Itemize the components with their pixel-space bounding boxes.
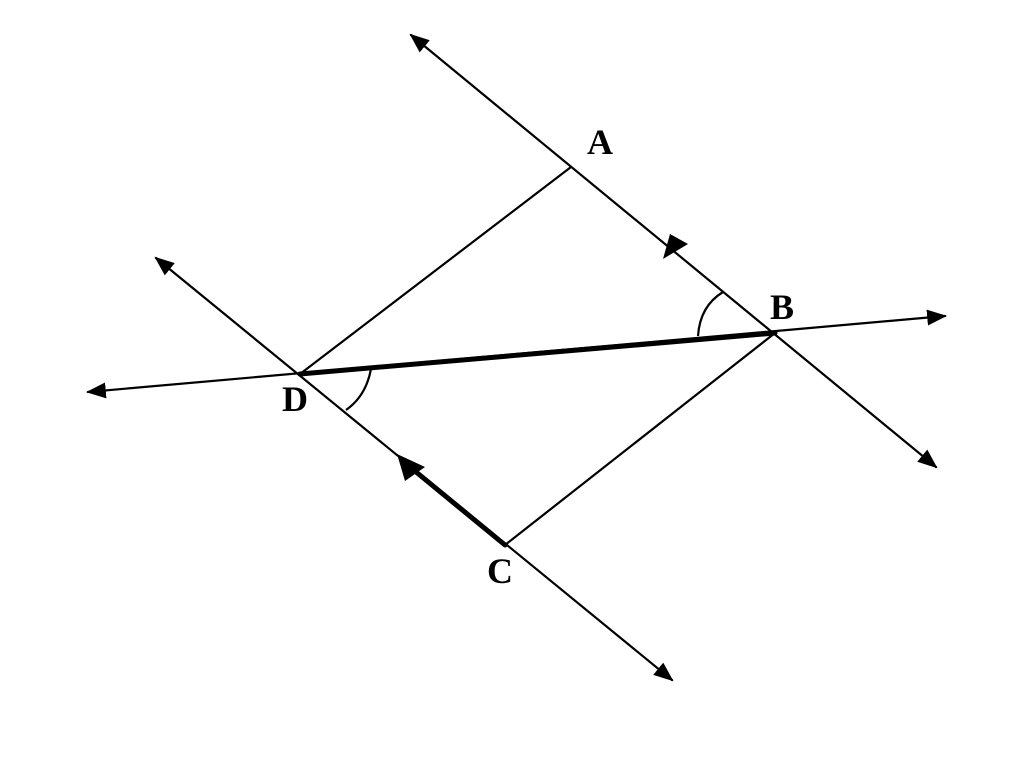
- label-b: B: [770, 287, 794, 327]
- segment-da: [298, 165, 573, 376]
- label-d: D: [282, 379, 308, 419]
- angle-arc-b: [696, 291, 724, 337]
- parallel-arrow-ab: [663, 234, 688, 259]
- parallel-arrow-dc: [397, 454, 425, 481]
- label-a: A: [587, 122, 613, 162]
- label-c: C: [487, 551, 513, 591]
- angle-arc-d: [345, 368, 373, 411]
- segment-db: [297, 330, 778, 377]
- segment-cb: [503, 331, 777, 547]
- segment-dc: [407, 464, 508, 548]
